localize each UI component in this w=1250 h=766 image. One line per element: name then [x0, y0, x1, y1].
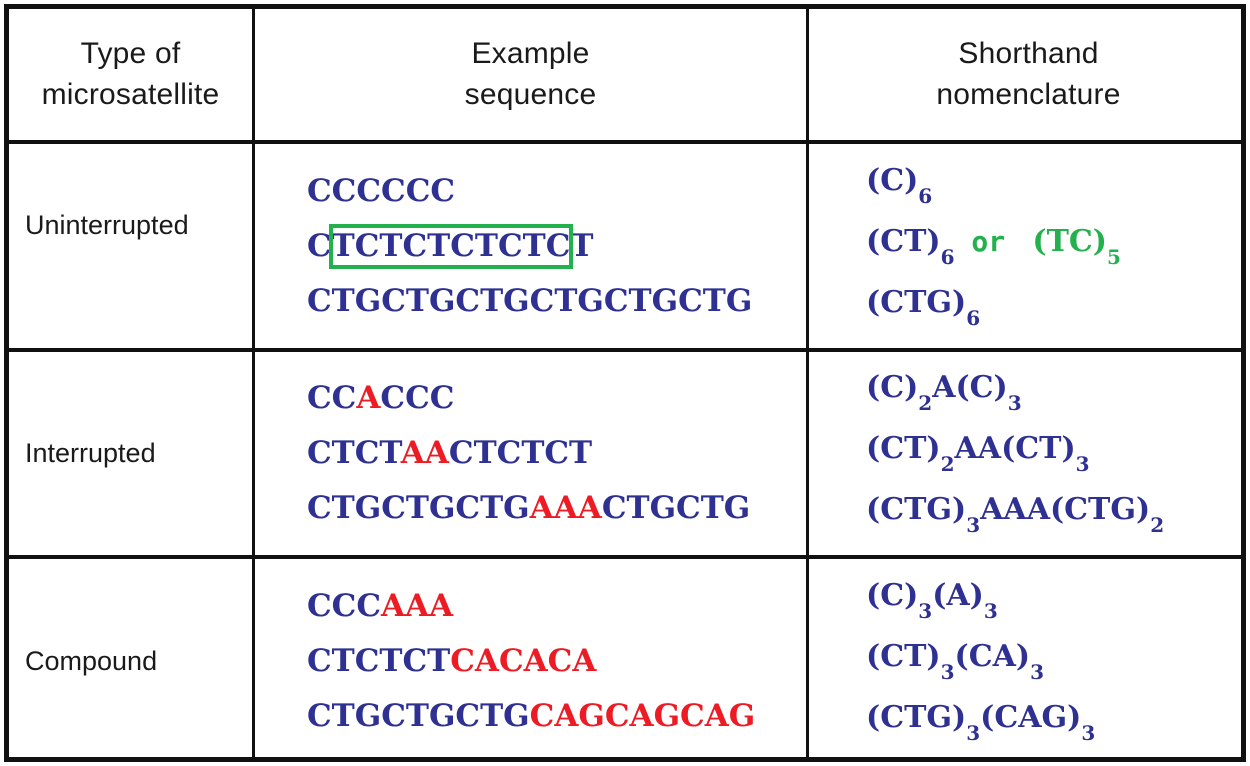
row-divider-1: [9, 348, 1241, 352]
column-divider-1: [252, 9, 255, 757]
row-type-text: Uninterrupted: [25, 210, 189, 240]
repeat-count-subscript: 3: [1007, 391, 1022, 415]
shorthand-line: (CT)2AA(CT)3: [866, 423, 1248, 484]
shorthand-token: (CTG): [866, 284, 967, 320]
repeat-count-subscript: 2: [940, 452, 955, 476]
shorthand-cell-compound: (C)3(A)3(CT)3(CA)3(CTG)3(CAG)3: [809, 559, 1248, 763]
microsatellite-table: Type of microsatellite Example sequence …: [4, 4, 1246, 762]
sequence-segment-blue: CCCCCC: [307, 172, 456, 209]
header-example-line2: sequence: [464, 77, 597, 111]
shorthand-token: (CAG): [980, 699, 1082, 735]
sequence-line: CTGCTGCTGAAACTGCTG: [307, 481, 806, 536]
sequence-segment-blue: CTCT: [307, 435, 401, 471]
sequence-segment-blue: CTGCTGCTGCTGCTGCTG: [307, 282, 753, 319]
shorthand-token: (TC): [1021, 223, 1107, 259]
repeat-count-subscript: 3: [918, 598, 933, 623]
sequence-segment-blue: CTCTCTCTCTCT: [307, 227, 594, 264]
shorthand-token: (CTG): [866, 492, 967, 527]
repeat-count-subscript: 3: [966, 513, 981, 537]
repeat-count-subscript: 3: [966, 720, 981, 745]
header-type-line1: Type of: [80, 37, 181, 70]
repeat-count-subscript: 3: [940, 659, 955, 684]
header-cell-shorthand: Shorthand nomenclature: [809, 9, 1248, 140]
shorthand-token: (CTG): [866, 699, 967, 735]
shorthand-line: (C)3(A)3: [866, 570, 1248, 631]
sequence-segment-red: CAGCAGCAG: [529, 697, 756, 734]
sequence-line: CTGCTGCTGCAGCAGCAG: [307, 689, 806, 744]
sequence-segment-red: A: [356, 380, 381, 416]
header-divider: [9, 140, 1241, 144]
shorthand-token: (C): [866, 162, 919, 198]
shorthand-token: or: [954, 224, 1022, 258]
shorthand-token: (CT): [866, 638, 941, 674]
sequence-segment-blue: CCC: [380, 380, 455, 416]
column-divider-2: [806, 9, 809, 757]
sequence-segment-red: CACACA: [450, 642, 597, 679]
row-label-compound: Compound: [9, 559, 252, 763]
repeat-count-subscript: 3: [983, 598, 998, 623]
row-divider-2: [9, 555, 1241, 559]
repeat-count-subscript: 6: [918, 183, 933, 208]
row-label-uninterrupted: Uninterrupted: [9, 144, 252, 348]
sequence-cell-uninterrupted: CCCCCC CTCTCTCTCTCT CTGCTGCTGCTGCTGCTG: [255, 144, 806, 348]
shorthand-line: (CTG)6: [866, 277, 1248, 338]
repeat-count-subscript: 6: [966, 305, 981, 330]
shorthand-token: AAA(CTG): [980, 492, 1151, 527]
shorthand-cell-uninterrupted: (C)6(CT)6 or (TC)5(CTG)6: [809, 144, 1248, 348]
shorthand-line: (CTG)3(CAG)3: [866, 692, 1248, 753]
shorthand-line: (CT)6 or (TC)5: [866, 216, 1248, 277]
sequence-segment-red: AAA: [381, 587, 454, 624]
shorthand-token: AA(CT): [954, 431, 1076, 466]
repeat-count-subscript: 2: [918, 391, 933, 415]
header-shorthand-line2: nomenclature: [936, 77, 1121, 111]
sequence-line: CCCCCC: [307, 164, 806, 219]
header-shorthand-line1: Shorthand: [958, 37, 1099, 70]
sequence-segment-blue: CC: [307, 380, 357, 416]
shorthand-cell-interrupted: (C)2A(C)3(CT)2AA(CT)3(CTG)3AAA(CTG)2: [809, 352, 1248, 555]
sequence-segment-blue: CTGCTGCTG: [307, 490, 530, 526]
sequence-line: CTGCTGCTGCTGCTGCTG: [307, 274, 806, 329]
sequence-segment-blue: CTCTCT: [307, 642, 451, 679]
shorthand-token: (CT): [866, 223, 941, 259]
shorthand-token: A(C): [932, 370, 1008, 405]
repeat-count-subscript: 5: [1107, 244, 1121, 269]
header-type-line2: microsatellite: [41, 77, 220, 111]
sequence-segment-blue: CTCTCT: [448, 435, 593, 471]
sequence-segment-blue: CTGCTG: [601, 490, 751, 526]
sequence-segment-blue: CTGCTGCTG: [307, 697, 530, 734]
sequence-line: CTCTCTCTCTCT: [307, 219, 806, 274]
sequence-segment-red: AAA: [529, 490, 602, 526]
shorthand-line: (C)2A(C)3: [866, 362, 1248, 423]
row-type-text: Interrupted: [25, 438, 156, 468]
sequence-line: CTCTAACTCTCT: [307, 426, 806, 481]
sequence-line: CCACCC: [307, 371, 806, 426]
header-example-line1: Example: [471, 37, 590, 70]
row-label-interrupted: Interrupted: [9, 352, 252, 555]
sequence-segment-red: AA: [400, 435, 449, 471]
shorthand-token: (A): [932, 577, 984, 613]
repeat-count-subscript: 3: [1081, 720, 1096, 745]
shorthand-line: (CTG)3AAA(CTG)2: [866, 484, 1248, 545]
repeat-count-subscript: 2: [1150, 513, 1165, 537]
shorthand-token: (CA): [954, 638, 1031, 674]
sequence-segment-blue: CCC: [307, 587, 382, 624]
shorthand-line: (CT)3(CA)3: [866, 631, 1248, 692]
sequence-line: CCCAAA: [307, 579, 806, 634]
repeat-count-subscript: 6: [940, 244, 955, 269]
sequence-line: CTCTCTCACACA: [307, 634, 806, 689]
shorthand-token: (C): [866, 577, 919, 613]
shorthand-line: (C)6: [866, 155, 1248, 216]
row-type-text: Compound: [25, 645, 158, 676]
repeat-count-subscript: 3: [1030, 659, 1044, 684]
shorthand-token: (C): [866, 370, 919, 405]
repeat-count-subscript: 3: [1075, 452, 1090, 476]
shorthand-token: (CT): [866, 431, 941, 466]
header-cell-type: Type of microsatellite: [9, 9, 252, 140]
header-cell-example: Example sequence: [255, 9, 806, 140]
